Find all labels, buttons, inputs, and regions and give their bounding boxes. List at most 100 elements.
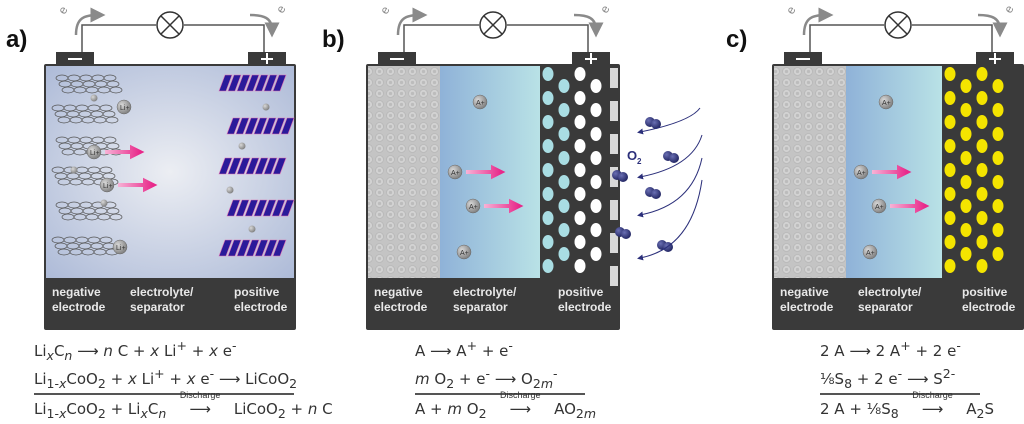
- o2-molecule-icon: [621, 229, 631, 239]
- electron-arrow-in-icon: [249, 13, 280, 38]
- o2-molecule-icon: [618, 172, 628, 182]
- electrolyte-label-line1: electrolyte/: [453, 285, 517, 299]
- equation-overall-a: Li1-xCoO2 + LixCn Discharge⟶ LiCoO2 + n …: [34, 390, 333, 421]
- electrolyte-label-line1: electrolyte/: [858, 285, 922, 299]
- negative-label-line1: negative: [374, 285, 423, 299]
- o2-flow-arrow-icon: [637, 107, 701, 135]
- arrow-icon: ⟶: [921, 400, 944, 418]
- o2-label-sub: 2: [637, 157, 642, 166]
- overall-products: A2S: [961, 400, 994, 421]
- gas-diffusion-tab: [610, 68, 618, 88]
- o2-label: O: [627, 148, 637, 163]
- equation-anode-a: LixCn ⟶ n C + x Li+ + x e-: [34, 338, 237, 363]
- equation-divider-a: [34, 393, 294, 395]
- ion-icon: [112, 239, 128, 255]
- ion-icon: [447, 164, 463, 180]
- equation-anode-c: 2 A ⟶ 2 A+ + 2 e-: [820, 338, 961, 360]
- discharge-label: Discharge: [500, 390, 541, 400]
- minus-icon: [796, 58, 810, 60]
- licoo2-layer: [218, 74, 287, 92]
- electron-label-left: e: [783, 3, 799, 16]
- ion-label: A+: [882, 100, 891, 107]
- overall-reactants: A + m O2: [415, 400, 487, 421]
- ion-label: Li+: [103, 183, 113, 190]
- graphite-layer: [51, 166, 119, 186]
- circuit-wire: [81, 24, 265, 54]
- positive-electrode-pores: [542, 67, 602, 273]
- ion-label: A+: [469, 204, 478, 211]
- licoo2-layer: [218, 239, 287, 257]
- gas-diffusion-tab: [610, 200, 618, 220]
- ion-flow-arrow-icon: [118, 177, 158, 193]
- ion-icon: [853, 164, 869, 180]
- negative-label-line2: electrode: [374, 300, 428, 314]
- plus-icon: [261, 53, 273, 65]
- overall-products: LiCoO2 + n C: [229, 400, 333, 421]
- electrolyte-label-line2: separator: [858, 300, 913, 314]
- overall-reactants: Li1-xCoO2 + LixCn: [34, 400, 167, 421]
- electrolyte-label-line2: separator: [453, 300, 508, 314]
- electron-arrow-out-icon: [74, 7, 106, 36]
- ion-label: A+: [451, 170, 460, 177]
- electron-label-left: e: [377, 3, 393, 16]
- electron-label-left: e: [55, 3, 71, 16]
- ion-icon: [472, 94, 488, 110]
- small-li-ion: [248, 225, 256, 233]
- negative-label-line2: electrode: [780, 300, 834, 314]
- o2-flow-arrow-icon: [637, 179, 703, 261]
- o2-molecule-icon: [651, 189, 661, 199]
- ion-label: A+: [866, 250, 875, 257]
- ion-icon: [871, 198, 887, 214]
- electron-label-right: e: [1001, 2, 1017, 15]
- equation-cathode-a: Li1-xCoO2 + x Li+ + x e- ⟶ LiCoO2: [34, 366, 298, 391]
- positive-label-line1: positive: [234, 285, 280, 299]
- electron-arrow-in-icon: [977, 13, 1008, 38]
- graphite-layer: [55, 201, 123, 221]
- discharge-arrow: Discharge⟶: [491, 390, 549, 418]
- electron-label-right: e: [273, 2, 289, 15]
- panel-c-label: c): [726, 26, 748, 53]
- ion-label: A+: [875, 204, 884, 211]
- graphite-layer: [51, 236, 119, 256]
- plus-icon: [989, 53, 1001, 65]
- licoo2-layer: [218, 157, 287, 175]
- discharge-arrow: Discharge⟶: [903, 390, 961, 418]
- ion-label: Li+: [120, 105, 130, 112]
- circuit-wire: [809, 24, 993, 54]
- negative-electrode-metal: [368, 66, 440, 278]
- circuit-wire: [403, 24, 589, 54]
- ion-label: A+: [476, 100, 485, 107]
- ion-flow-arrow-icon: [466, 164, 506, 180]
- ion-icon: [465, 198, 481, 214]
- ion-icon: [862, 244, 878, 260]
- ion-icon: [456, 244, 472, 260]
- negative-label-line1: negative: [780, 285, 829, 299]
- panel-a-label: a): [6, 26, 28, 53]
- licoo2-layer: [226, 199, 295, 217]
- ion-icon: [99, 177, 115, 193]
- discharge-label: Discharge: [912, 390, 953, 400]
- minus-icon: [68, 58, 82, 60]
- positive-label-line2: electrode: [962, 300, 1016, 314]
- graphite-layer: [55, 74, 123, 94]
- ion-icon: [878, 94, 894, 110]
- electron-arrow-out-icon: [396, 7, 428, 36]
- equation-anode-b: A ⟶ A+ + e-: [415, 338, 513, 360]
- gas-diffusion-tab: [610, 266, 618, 286]
- positive-label-line2: electrode: [234, 300, 288, 314]
- negative-electrode-metal: [774, 66, 846, 278]
- minus-icon: [390, 58, 404, 60]
- o2-molecule-icon: [651, 119, 661, 129]
- negative-label-line1: negative: [52, 285, 101, 299]
- ion-flow-arrow-icon: [890, 198, 930, 214]
- equation-overall-b: A + m O2 Discharge⟶ AO2m: [415, 390, 596, 421]
- ion-flow-arrow-icon: [872, 164, 912, 180]
- negative-label-line2: electrode: [52, 300, 106, 314]
- o2-molecule-icon: [669, 153, 679, 163]
- ion-icon: [116, 99, 132, 115]
- small-li-ion: [238, 142, 246, 150]
- discharge-label: Discharge: [179, 390, 221, 400]
